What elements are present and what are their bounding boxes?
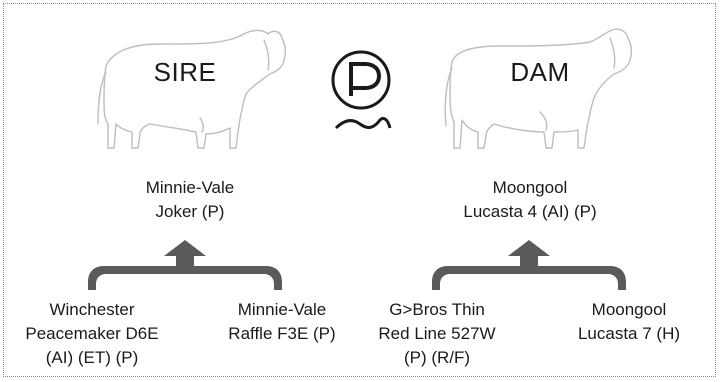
dam-sire-line1: G>Bros Thin [389, 300, 485, 319]
dam-dam-line1: Moongool [591, 300, 667, 319]
sire-sire-line3: (AI) (ET) (P) [45, 348, 139, 367]
polled-p-icon [331, 50, 392, 130]
dam-sire-line2: Red Line 527W [378, 324, 496, 343]
sire-sire-name: Winchester Peacemaker D6E (AI) (ET) (P) [22, 298, 162, 370]
sire-dam-line1: Minnie-Vale [237, 300, 327, 319]
sire-sire-line1: Winchester [49, 300, 135, 319]
sire-tag: SIRE [153, 57, 217, 87]
dam-tag: DAM [510, 57, 570, 87]
sire-dam-name: Minnie-Vale Raffle F3E (P) [214, 298, 350, 346]
sire-cow-icon [97, 29, 287, 149]
dam-dam-line2: Lucasta 7 (H) [577, 324, 681, 343]
dam-name-line1: Moongool [492, 178, 568, 197]
dam-dam-name: Moongool Lucasta 7 (H) [564, 298, 694, 346]
sire-sire-line2: Peacemaker D6E [25, 324, 159, 343]
dam-name-line2: Lucasta 4 (AI) (P) [463, 202, 597, 221]
sire-bracket [88, 240, 282, 290]
diagram-frame [3, 3, 716, 377]
dam-sire-line3: (P) (R/F) [403, 348, 471, 367]
sire-name-line2: Joker (P) [155, 202, 225, 221]
sire-name-line1: Minnie-Vale [145, 178, 235, 197]
dam-name: Moongool Lucasta 4 (AI) (P) [440, 176, 620, 224]
dam-bracket [432, 240, 626, 290]
dam-cow-icon [444, 28, 633, 149]
sire-name: Minnie-Vale Joker (P) [110, 176, 270, 224]
dam-sire-name: G>Bros Thin Red Line 527W (P) (R/F) [372, 298, 502, 370]
sire-dam-line2: Raffle F3E (P) [228, 324, 336, 343]
